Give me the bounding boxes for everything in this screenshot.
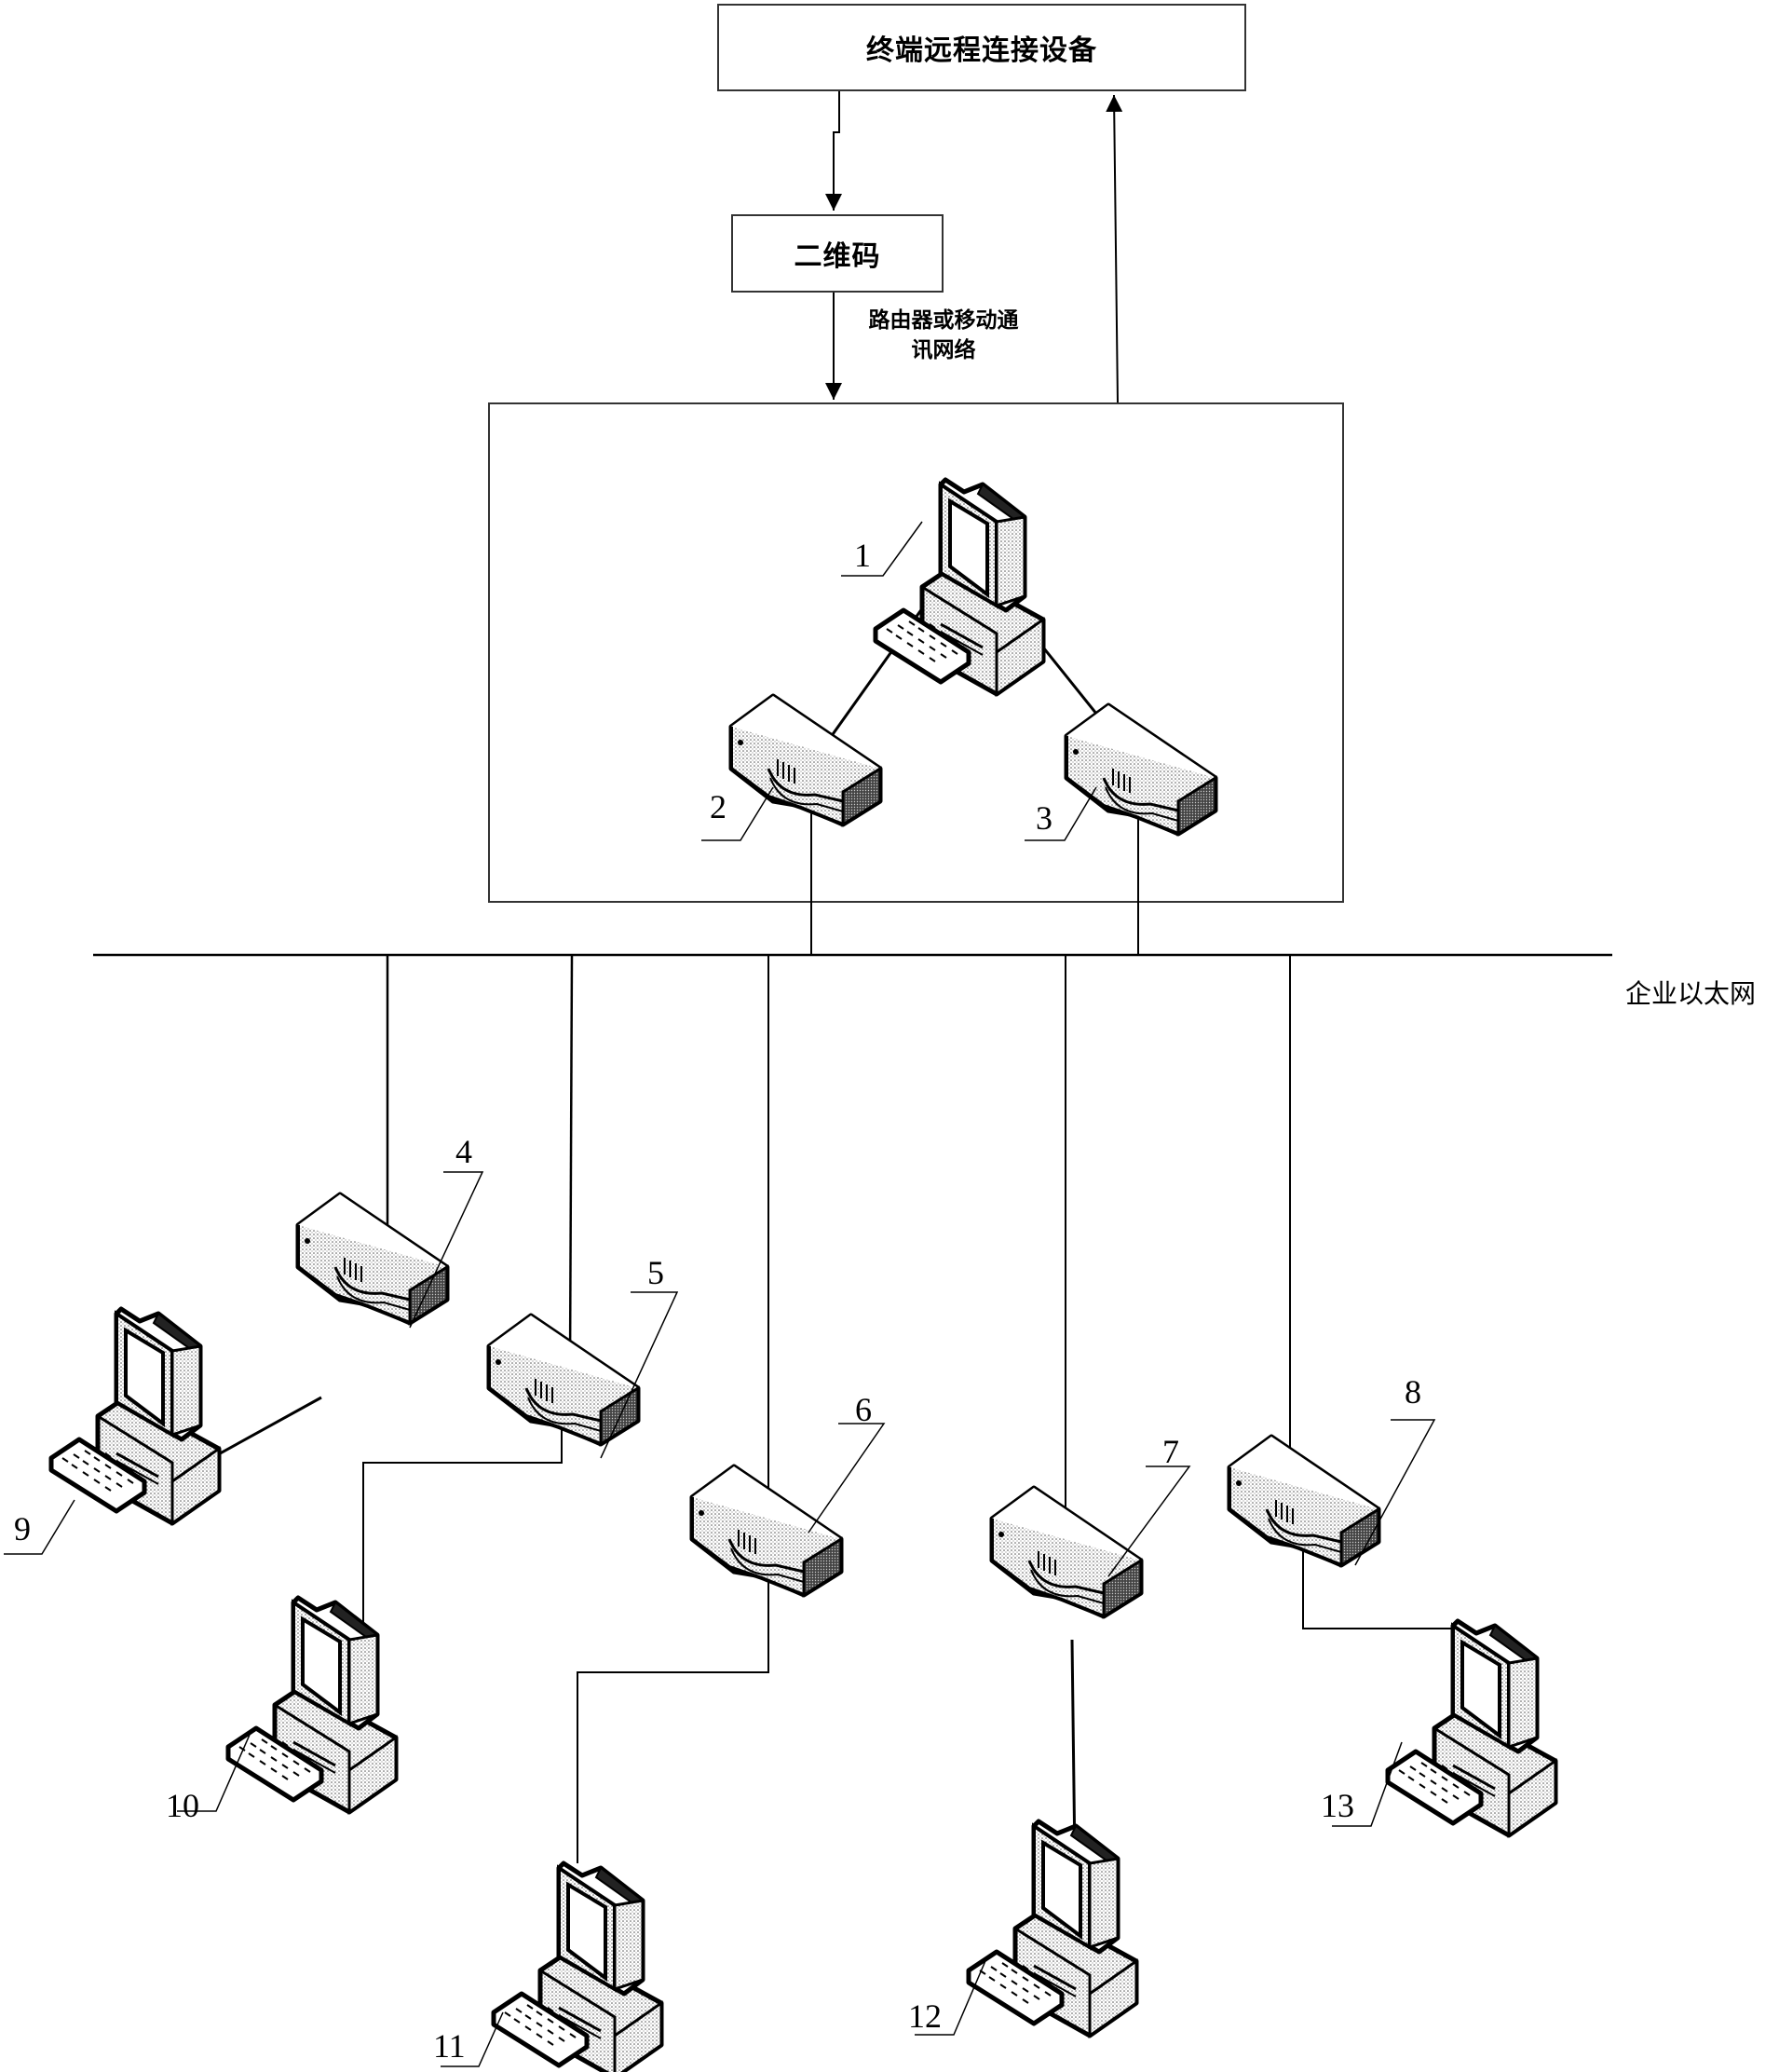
terminal-remote-device-label: 终端远程连接设备: [866, 34, 1097, 67]
router-4-icon: [298, 1194, 447, 1323]
link-bus-5: [568, 954, 574, 1367]
ref-number-8: 8: [1405, 1373, 1421, 1411]
ref-number-3: 3: [1036, 799, 1052, 837]
qr-code-box: 二维码: [731, 214, 944, 293]
computer-12-icon: [969, 1821, 1136, 2036]
leader-6: [808, 1423, 886, 1534]
qr-code-label: 二维码: [794, 240, 881, 273]
leader-4: [409, 1171, 484, 1329]
router-8-icon: [1229, 1437, 1378, 1565]
computer-1-icon: [876, 480, 1043, 694]
ref-number-7: 7: [1162, 1433, 1179, 1470]
ref-number-2: 2: [710, 788, 727, 825]
enterprise-ethernet-label: 企业以太网: [1625, 978, 1757, 1009]
ref-number-4: 4: [455, 1133, 472, 1170]
router-2-icon: [731, 696, 880, 825]
ref-number-13: 13: [1321, 1787, 1354, 1824]
leader-11: [441, 2011, 504, 2067]
leader-1: [841, 521, 923, 577]
leader-lines: [4, 521, 1436, 2067]
network-label: 路由器或移动通 讯网络: [836, 306, 1051, 365]
router-6-icon: [692, 1466, 841, 1595]
leader-3: [1025, 786, 1097, 841]
ref-number-1: 1: [854, 537, 871, 574]
host-to-terminal-arrow: [1106, 94, 1123, 404]
ref-number-10: 10: [166, 1787, 199, 1824]
leader-12: [915, 1956, 988, 2036]
ref-number-11: 11: [433, 2027, 466, 2065]
network-label-line1: 路由器或移动通: [868, 308, 1019, 333]
ref-number-9: 9: [14, 1510, 31, 1547]
leader-8: [1354, 1419, 1436, 1566]
link-5-10: [362, 1430, 563, 1626]
leader-9: [4, 1499, 75, 1555]
terminal-remote-device-box: 终端远程连接设备: [717, 4, 1246, 91]
computer-11-icon: [494, 1863, 661, 2072]
central-host-enclosure: [488, 402, 1344, 903]
link-6-11: [577, 1565, 769, 1863]
computer-10-icon: [228, 1598, 396, 1812]
network-label-line2: 讯网络: [911, 338, 976, 362]
leader-5: [600, 1291, 679, 1459]
computer-13-icon: [1388, 1621, 1555, 1835]
leader-10: [177, 1734, 251, 1812]
terminal-to-qr-arrow: [825, 91, 842, 211]
leader-13: [1332, 1741, 1403, 1827]
ref-number-5: 5: [647, 1254, 664, 1291]
router-3-icon: [1066, 705, 1215, 834]
ref-number-6: 6: [855, 1391, 872, 1428]
computer-9-icon: [51, 1309, 219, 1523]
ref-number-12: 12: [908, 1997, 942, 2035]
leader-2: [701, 786, 774, 841]
leader-7: [1107, 1465, 1191, 1577]
